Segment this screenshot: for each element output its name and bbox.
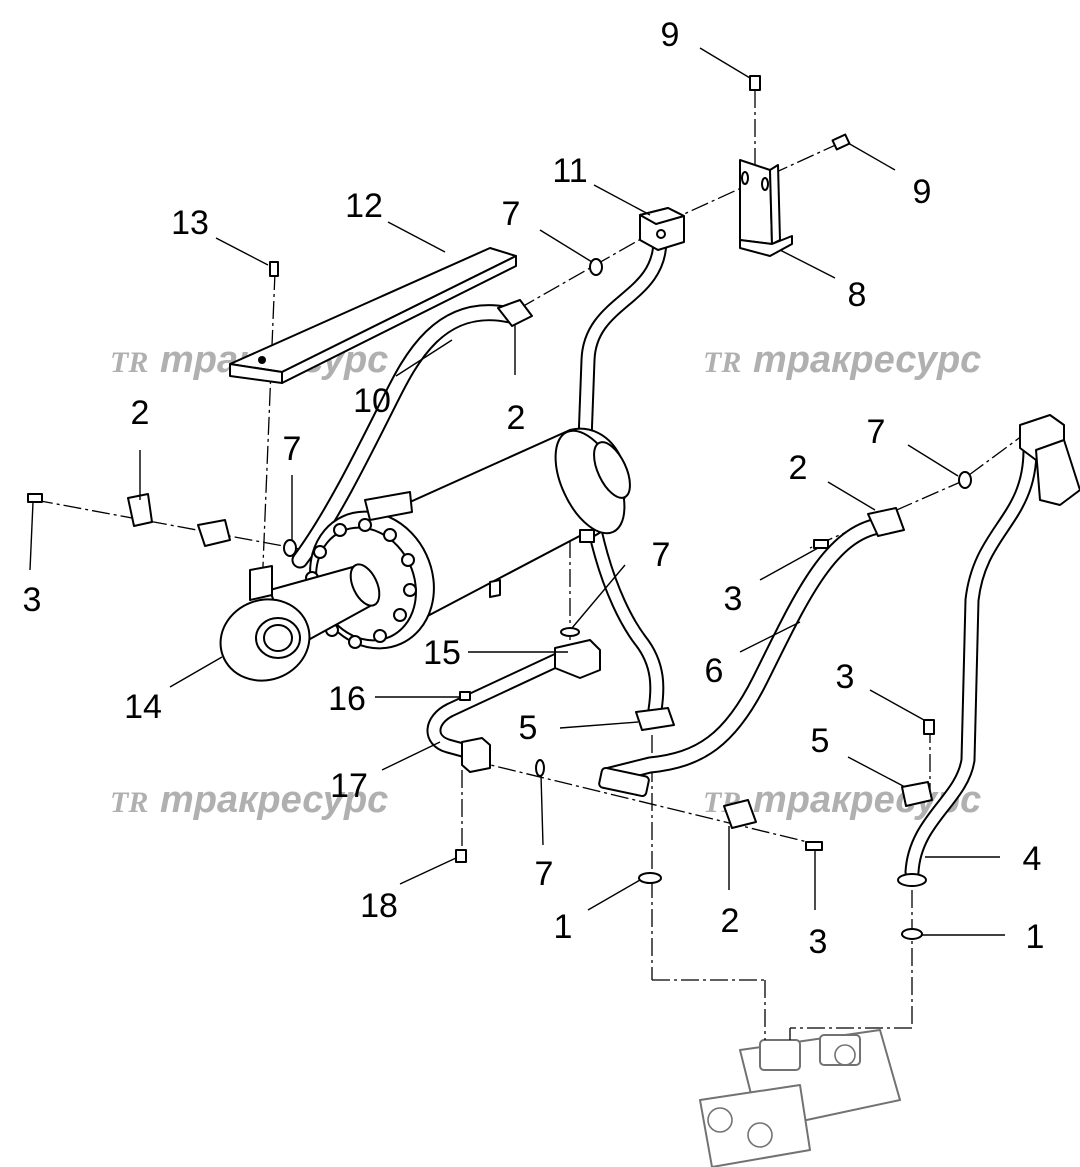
callout-9-top: 9 <box>661 16 680 54</box>
callout-5-right: 5 <box>811 722 830 760</box>
clamp-part-2-bottom <box>723 799 757 829</box>
callout-5-mid: 5 <box>519 709 538 747</box>
callout-7-top: 7 <box>502 195 521 233</box>
callout-9-right: 9 <box>913 173 932 211</box>
bolt-part-16 <box>459 691 471 701</box>
hose-part-10 <box>291 304 519 569</box>
callout-1-left: 1 <box>554 908 573 946</box>
o-ring-part-7-left <box>283 539 297 557</box>
o-ring-part-7-mid <box>560 627 580 637</box>
clamp-part-2-left <box>127 493 153 527</box>
svg-text:TR: TR <box>110 346 148 379</box>
callout-4: 4 <box>1023 840 1042 878</box>
seal-part-1-right <box>901 928 923 940</box>
callout-7-left: 7 <box>283 430 302 468</box>
hose-part-6 <box>598 516 894 798</box>
bolt-part-18 <box>455 849 467 863</box>
svg-text:TR: TR <box>703 346 741 379</box>
bracket-part-8 <box>739 159 793 257</box>
callout-13: 13 <box>171 204 209 242</box>
flange-part-5-mid <box>635 707 675 731</box>
callout-7-mid: 7 <box>652 536 671 574</box>
bolt-part-13 <box>269 261 279 277</box>
bolt-part-3-left <box>27 493 43 503</box>
callout-3-bottom: 3 <box>809 923 828 961</box>
clamp-part-2-right <box>867 507 905 537</box>
fitting-left <box>197 519 231 547</box>
callout-2-left: 2 <box>131 394 150 432</box>
o-ring-part-7-low <box>535 759 545 777</box>
guard-plate-part-12 <box>229 247 517 384</box>
callout-3-mid: 3 <box>724 580 743 618</box>
hydraulic-cylinder-part-14 <box>219 427 631 682</box>
callout-2-bottom: 2 <box>721 902 740 940</box>
callout-2-right: 2 <box>789 449 808 487</box>
flange-part-5-right <box>901 781 933 807</box>
callout-6: 6 <box>705 652 724 690</box>
callout-2-top: 2 <box>507 399 526 437</box>
svg-text:тракресурс: тракресурс <box>160 779 388 821</box>
callout-14: 14 <box>124 688 162 726</box>
pipe-part-4 <box>897 414 1080 887</box>
callouts: 9 9 11 8 12 13 7 10 2 2 2 2 7 7 7 7 3 3 … <box>23 16 1045 961</box>
callout-1-right: 1 <box>1026 918 1045 956</box>
callout-10: 10 <box>353 382 391 420</box>
callout-15: 15 <box>423 634 461 672</box>
callout-11: 11 <box>552 152 587 190</box>
callout-3-right: 3 <box>836 658 855 696</box>
callout-8: 8 <box>848 276 867 314</box>
o-ring-part-7-top <box>589 258 603 276</box>
assembly-axes <box>34 90 1031 1040</box>
svg-text:тракресурс: тракресурс <box>753 339 981 381</box>
callout-17: 17 <box>330 767 368 805</box>
callout-3-left: 3 <box>23 581 42 619</box>
watermark-top-right: TR тракресурс <box>703 339 981 381</box>
callout-16: 16 <box>328 680 366 718</box>
seal-part-1-left <box>638 872 662 884</box>
bolt-part-3-bottom <box>805 841 823 851</box>
control-valve <box>699 1029 901 1167</box>
svg-text:TR: TR <box>110 786 148 819</box>
bolt-part-3-mid <box>813 539 829 549</box>
bolt-part-3-right <box>923 719 935 735</box>
callout-12: 12 <box>345 187 383 225</box>
callout-18: 18 <box>360 887 398 925</box>
pipe-part-17 <box>426 639 601 773</box>
callout-7-low: 7 <box>535 855 554 893</box>
o-ring-part-7-right <box>958 471 972 489</box>
callout-7-right: 7 <box>867 413 886 451</box>
bolt-part-9-top <box>749 75 761 91</box>
watermark-bottom-left: TR тракресурс <box>110 779 388 821</box>
leader-lines <box>29 47 1005 936</box>
clamp-part-2-top <box>497 299 533 327</box>
bolt-part-9-right <box>831 133 851 151</box>
